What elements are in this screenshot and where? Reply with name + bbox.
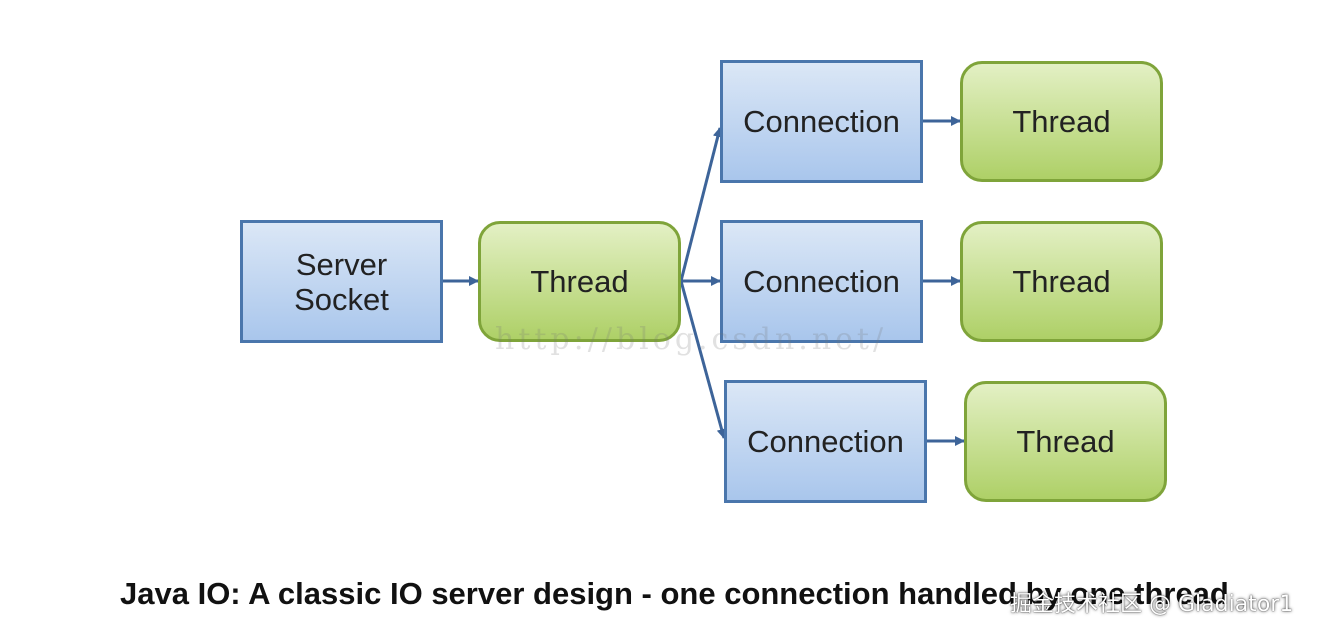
watermark-text: http://blog.csdn.net/ <box>495 322 888 357</box>
connection-node-2: Connection <box>720 220 923 343</box>
server-socket-node: Server Socket <box>240 220 443 343</box>
diagram-caption: Java IO: A classic IO server design - on… <box>120 576 1229 611</box>
thread-node-1: Thread <box>960 61 1163 182</box>
thread-node-3: Thread <box>964 381 1167 502</box>
arrow-thread-to-connection-1 <box>679 127 723 282</box>
thread-node-2: Thread <box>960 221 1163 342</box>
connection-node-3: Connection <box>724 380 927 503</box>
credit-watermark: 掘金技术社区 @ Gladiator1 <box>1010 592 1294 617</box>
main-thread-node: Thread <box>478 221 681 342</box>
connection-node-1: Connection <box>720 60 923 183</box>
arrow-thread-to-connection-3 <box>679 280 727 439</box>
